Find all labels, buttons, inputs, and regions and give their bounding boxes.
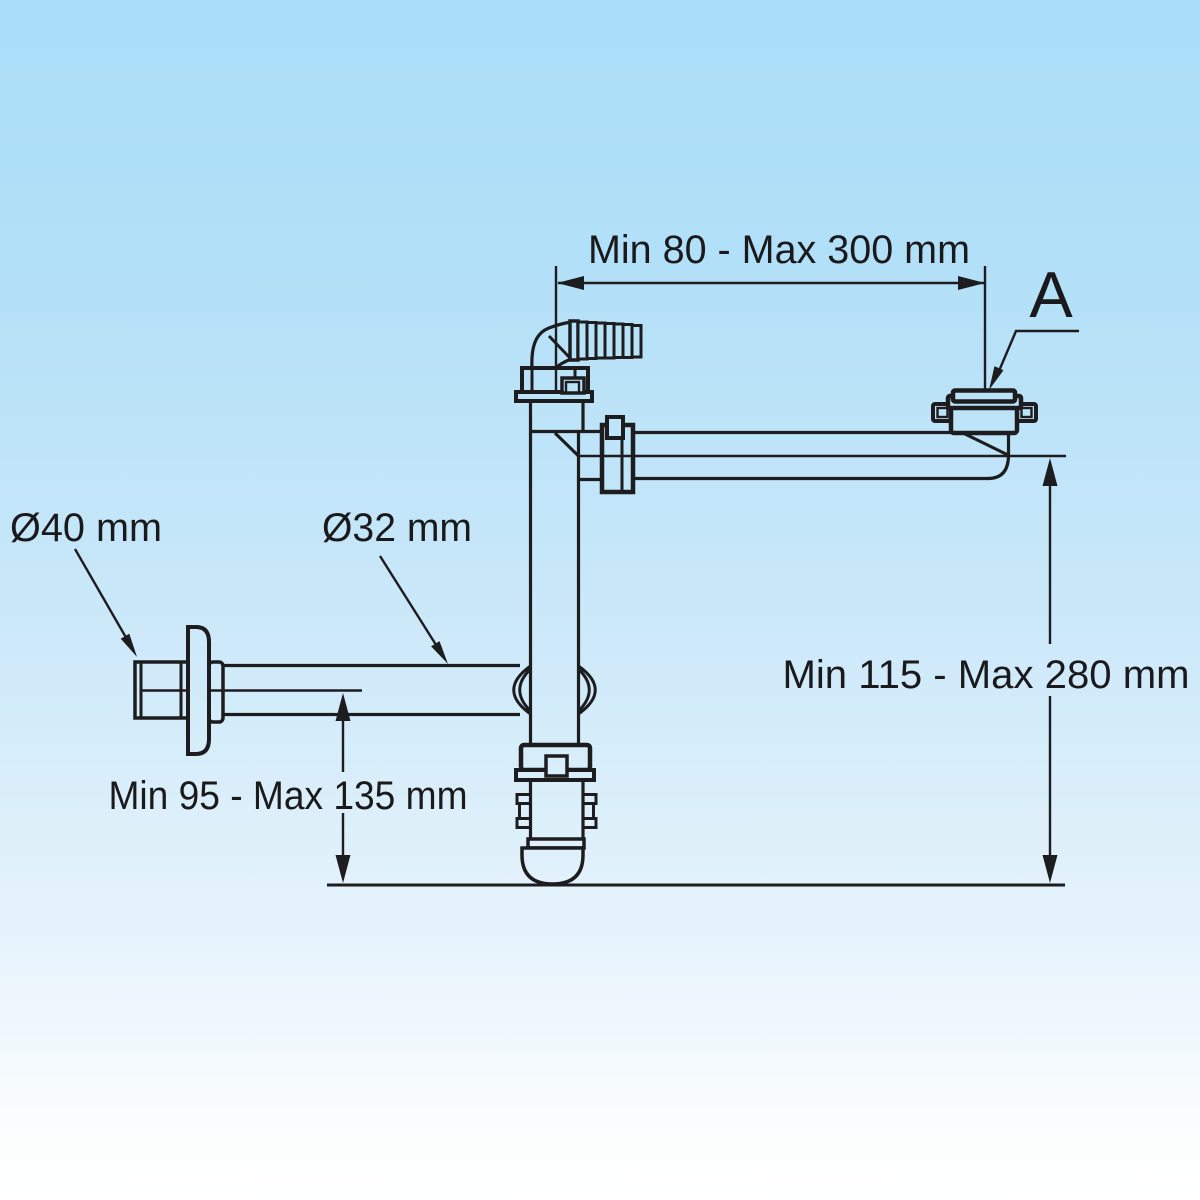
arrowhead-left-icon [557,276,584,290]
arrowhead-down-icon [1042,855,1058,883]
arrowhead-up-icon [1042,458,1058,486]
part-a-label: A [1029,258,1073,331]
leader-line [378,555,440,649]
inlet-ring [207,660,225,724]
trap-body [528,780,585,839]
dimension-right-label: Min 115 - Max 280 mm [783,653,1190,697]
fitting-top-plate [950,388,1018,404]
part-a-marker: A [989,258,1079,390]
reference-lines [140,266,1066,692]
vertical-pipe [528,398,585,745]
dimension-bottom-left: Min 95 - Max 135 mm [109,693,468,883]
outlet-pipe-horizontal [633,430,989,481]
label-diameter-32: Ø32 mm [322,506,472,664]
leader-line [73,548,130,642]
wall-outlet-fitting [931,388,1038,436]
hose-elbow [530,320,573,370]
tee-branch [530,429,602,482]
trap-lug [544,754,569,778]
barb-ridges [576,320,643,361]
inlet-flange [514,390,594,403]
trap-cup [520,846,585,886]
trap-clip-right [583,793,598,829]
wing-nut-body [948,404,1020,436]
dimension-top: Min 80 - Max 300 mm [557,228,985,290]
leader-arrowhead-icon [989,366,1004,390]
wing-right-inner [1020,406,1033,419]
inlet-pipe-horizontal [222,663,520,717]
arrowhead-up-icon [335,693,351,721]
inlet-cap-lug-inner [564,380,581,395]
arrowhead-down-icon [335,855,351,883]
bottle-trap [514,742,598,886]
leader-arrowhead-icon [431,641,448,664]
dimension-bottom-left-label: Min 95 - Max 135 mm [109,774,468,818]
wing-left-inner [936,406,949,419]
washing-machine-hose-connector [530,319,643,370]
diameter-32-label: Ø32 mm [322,506,472,550]
diameter-40-label: Ø40 mm [10,506,162,550]
arrowhead-right-icon [958,276,985,290]
slip-joint-socket [512,664,597,716]
leader-line [994,329,1079,379]
leader-arrowhead-icon [120,633,137,657]
trap-clip-left [515,793,530,829]
label-diameter-40: Ø40 mm [10,506,162,657]
inlet-cap-assembly [514,366,594,403]
dimension-top-label: Min 80 - Max 300 mm [588,228,970,272]
dimension-right: Min 115 - Max 280 mm [783,458,1190,883]
union-nut-tab [605,415,625,440]
branch-union-nut [599,415,636,495]
top-extension-lines [554,266,987,392]
wall-escutcheon [186,625,211,756]
hose-elbow-seam [547,334,572,360]
